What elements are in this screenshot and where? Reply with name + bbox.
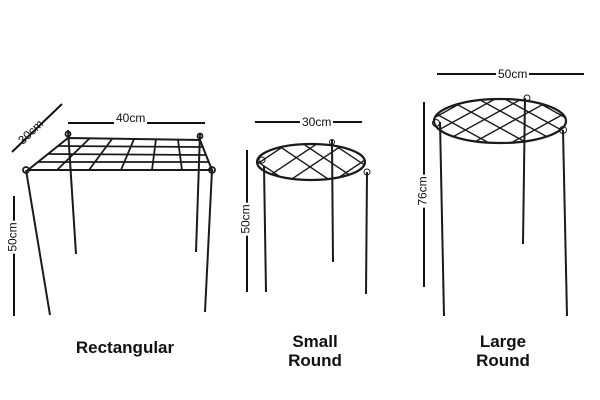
large-dimension-lines — [423, 73, 584, 287]
rect-dimension-lines — [11, 103, 205, 316]
rect-width-label: 40cm — [114, 111, 148, 125]
large-round-support — [432, 94, 568, 317]
large-height-label: 76cm — [415, 174, 430, 208]
rectangular-label-text: Rectangular — [75, 338, 175, 357]
rectangular-label: Rectangular — [60, 338, 190, 357]
large-round-label-line2: Round — [476, 351, 530, 370]
large-diameter-label: 50cm — [496, 67, 530, 81]
small-round-label-line2: Round — [288, 351, 342, 370]
small-diameter-label: 30cm — [300, 115, 334, 129]
large-round-label-line1: Large — [479, 332, 527, 351]
rectangular-support — [22, 129, 216, 316]
small-round-support — [255, 139, 371, 295]
small-round-label: Small Round — [265, 332, 365, 370]
small-round-label-line1: Small — [292, 332, 338, 351]
rect-height-label: 50cm — [5, 220, 20, 254]
small-height-label: 50cm — [238, 202, 253, 236]
large-round-label: Large Round — [453, 332, 553, 370]
